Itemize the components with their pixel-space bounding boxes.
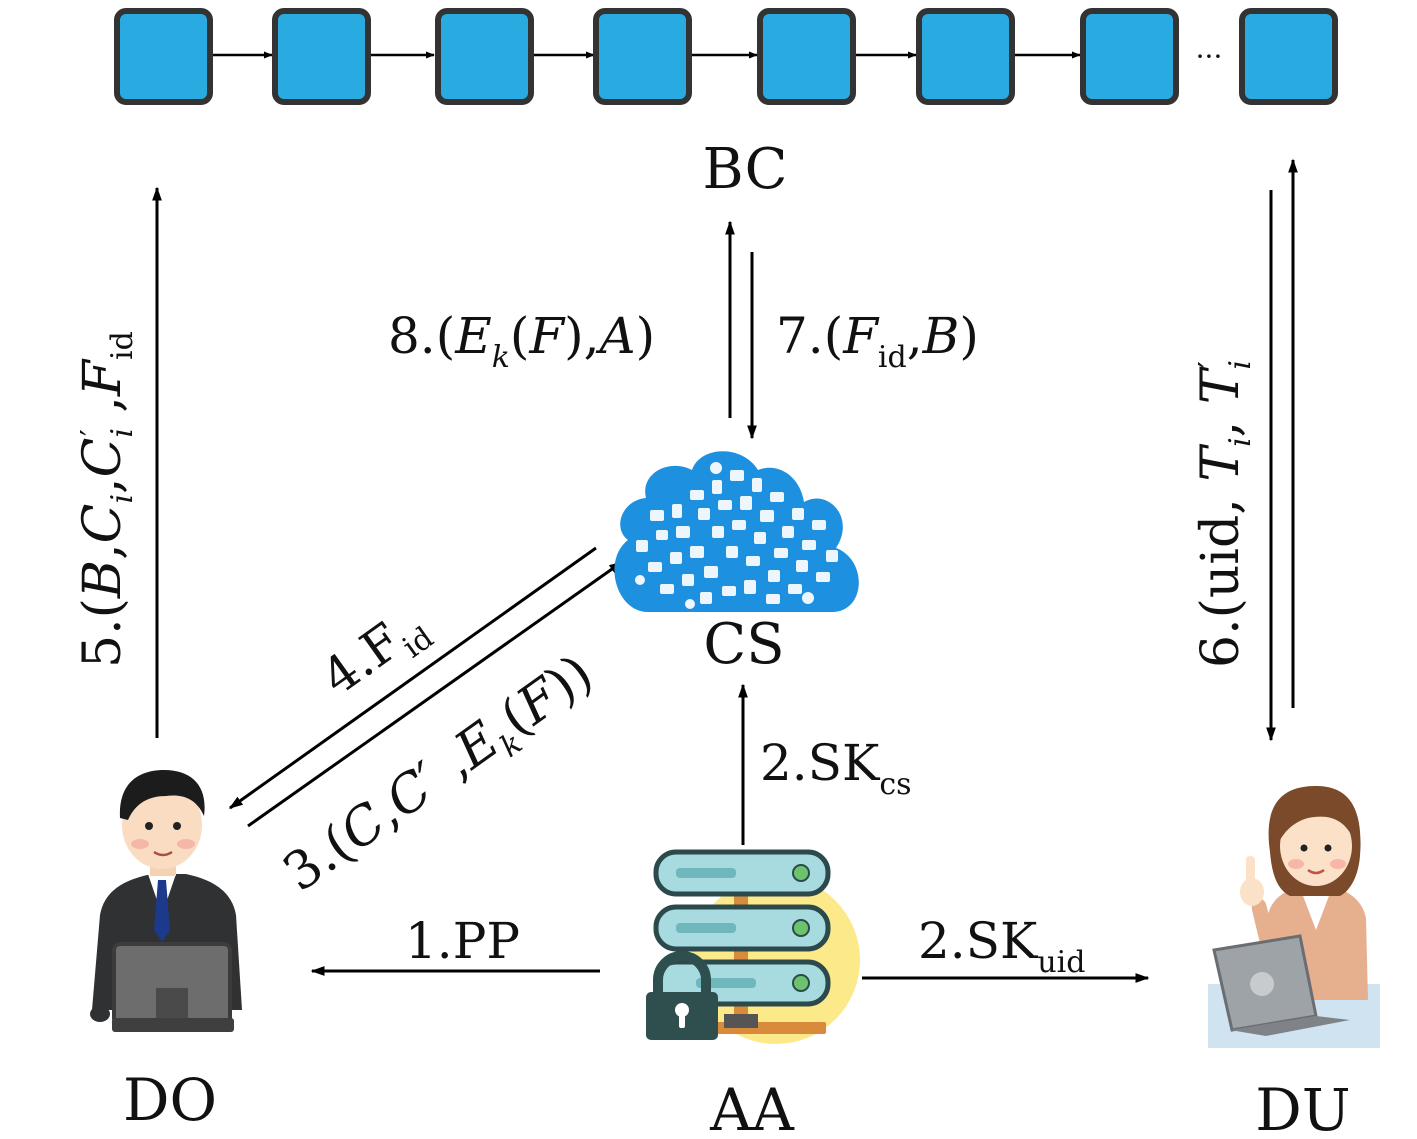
message-4: 4.Fid (311, 595, 440, 713)
lock-icon (646, 951, 718, 1040)
message-2-uid: 2.SKuid (918, 912, 1085, 980)
authority-server-icon (646, 849, 860, 1044)
message-6: 6.(uid, Ti, Ti′ (1191, 360, 1258, 668)
label-du: DU (1255, 1076, 1350, 1139)
woman-at-laptop-icon (1208, 786, 1380, 1048)
label-aa: AA (709, 1076, 795, 1139)
message-3: 3.(C,C′ ,Ek(F)) (273, 643, 608, 909)
block (593, 8, 692, 105)
message-7: 7.(Fid,B) (776, 307, 979, 375)
message-5: 5.(B,Ci,Ci′ ,Fid (73, 331, 140, 668)
arrow-4 (228, 546, 597, 810)
server-disk (653, 904, 831, 952)
label-cs: CS (703, 612, 784, 677)
cloud-server-icon (614, 451, 859, 612)
arrow-3 (247, 560, 624, 828)
blockchain: ··· (114, 8, 1338, 105)
chain-ellipsis: ··· (1196, 40, 1223, 73)
message-1: 1.PP (405, 912, 520, 970)
block (435, 8, 534, 105)
arrows (152, 158, 1298, 983)
block (272, 8, 371, 105)
label-bc: BC (702, 137, 787, 202)
label-do: DO (123, 1066, 217, 1134)
message-2-cs: 2.SKcs (760, 734, 912, 802)
block (114, 8, 213, 105)
server-disk (653, 849, 831, 897)
businessman-at-computer-icon (90, 770, 242, 1032)
block (916, 8, 1015, 105)
block (1239, 8, 1338, 105)
block (1080, 8, 1179, 105)
message-8: 8.(Ek(F),A) (388, 307, 655, 375)
block (757, 8, 856, 105)
